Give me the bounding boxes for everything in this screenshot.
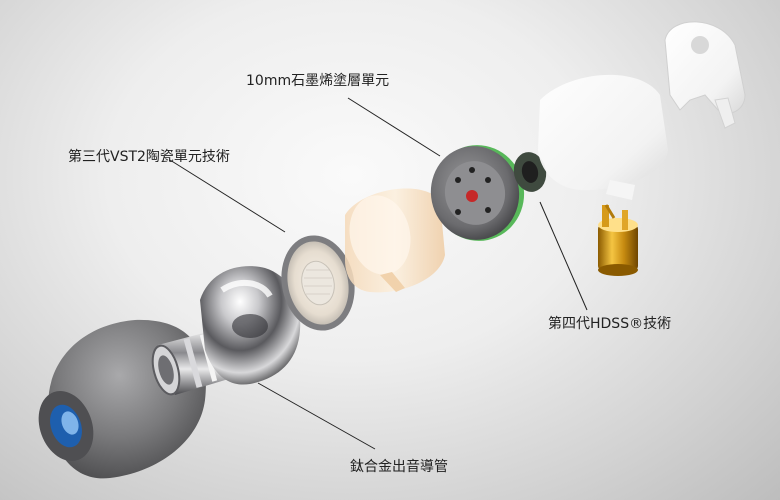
label-vst2-ceramic: 第三代VST2陶瓷單元技術 [68, 146, 230, 166]
leader-line-vst2 [170, 160, 285, 232]
white-shell [538, 75, 668, 200]
label-hdss: 第四代HDSS®技術 [548, 313, 671, 333]
leader-line-hdss [540, 202, 587, 310]
label-titanium-nozzle: 鈦合金出音導管 [350, 456, 448, 476]
label-10mm-driver: 10mm石墨烯塗層單元 [246, 70, 389, 90]
back-cap [665, 22, 745, 128]
leader-line-titanium [258, 383, 375, 449]
translucent-sleeve [342, 188, 445, 292]
leader-line-driver [348, 98, 440, 156]
gold-connector [598, 205, 638, 276]
